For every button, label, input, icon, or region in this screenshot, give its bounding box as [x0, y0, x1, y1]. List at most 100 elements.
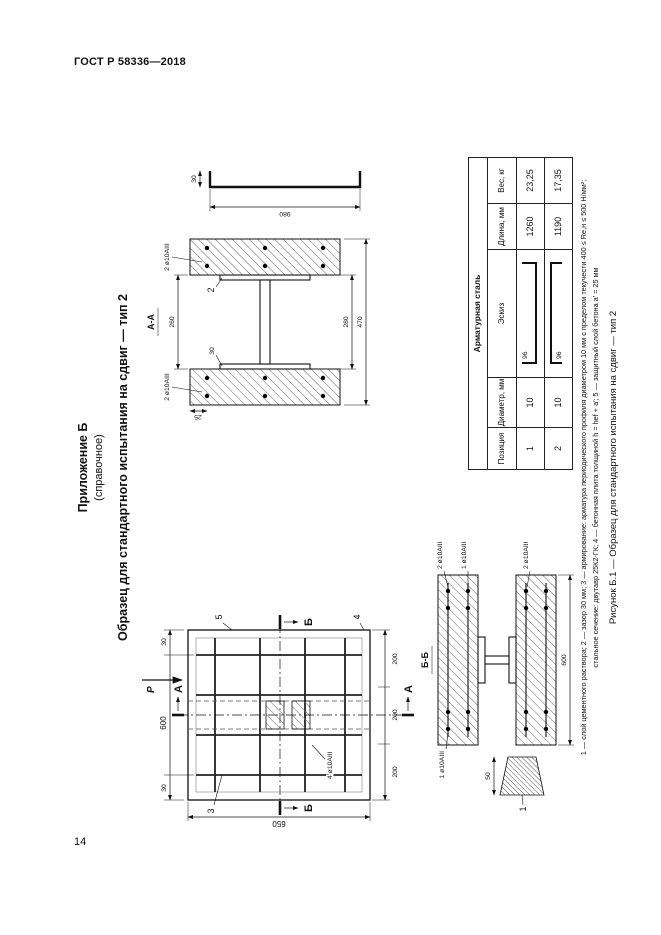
drawing-primitive	[215, 277, 223, 288]
dim-label: 470	[357, 316, 364, 328]
dim-label: 30	[161, 638, 168, 646]
drawing-primitive	[204, 393, 210, 399]
rebar-sketch: 96	[550, 262, 563, 365]
drawing-primitive	[311, 744, 326, 760]
drawing-primitive	[526, 570, 531, 588]
drawing-primitive	[523, 726, 529, 732]
figure-caption: Рисунок Б.1 — Образец для стандартного и…	[608, 310, 619, 625]
drawing-primitive	[465, 709, 471, 715]
section-title: Б-Б	[420, 652, 430, 668]
cell-sketch: 96	[516, 249, 545, 378]
drawing-primitive	[262, 375, 268, 381]
dim-label: 50	[485, 772, 492, 780]
beam-flange	[219, 274, 311, 281]
drawing-primitive	[445, 726, 451, 732]
dim-label: 25	[194, 413, 202, 420]
drawing-primitive	[521, 794, 524, 806]
col-header-length: Длина, мм	[487, 203, 517, 250]
figure-footnote-line1: 1 — слой цементного раствора; 2 — зазор …	[579, 179, 588, 756]
rebar-bar-sketch: 980 30	[191, 170, 362, 217]
drawing-primitive	[550, 262, 563, 365]
col-header-position: Позиция	[487, 427, 517, 470]
rebar-label: 1 ø10АIII	[461, 541, 468, 569]
beam-web	[484, 655, 510, 665]
drawing-primitive	[320, 263, 326, 269]
dim-label: 600	[561, 654, 568, 666]
rebar-label: 1 ø10АIII	[439, 751, 446, 779]
section-cut-label-b: Б	[303, 618, 315, 626]
dim-label: 600	[159, 716, 168, 730]
cell-diameter: 10	[516, 377, 545, 428]
drawing-primitive	[465, 726, 471, 732]
concrete-slab	[437, 574, 479, 746]
beam-flange	[219, 363, 311, 370]
drawing-primitive	[445, 732, 449, 750]
drawing-primitive	[262, 245, 268, 251]
drawing-primitive	[543, 588, 549, 594]
drawing-primitive	[204, 263, 210, 269]
dim-label: 30	[161, 784, 168, 792]
rebar-label: 2 ø10АIII	[523, 541, 530, 569]
table-row: 1 10 96 1260 23,25	[516, 157, 545, 470]
rebar-label: 2 ø10АIII	[164, 373, 171, 401]
table-row: 2 10 96 1190 17,35	[544, 157, 573, 470]
mortar-layer-detail	[499, 756, 545, 796]
drawing-primitive	[543, 709, 549, 715]
section-bb-drawing: Б-Б 1 ø10АIII	[420, 541, 574, 812]
dim-label: 200	[392, 766, 399, 778]
cell-position: 1	[516, 427, 545, 470]
beam-flange	[508, 636, 517, 684]
dim-label: 980	[279, 210, 291, 217]
drawing-primitive	[171, 256, 203, 263]
load-label: P	[146, 686, 157, 693]
drawing-primitive	[320, 375, 326, 381]
sketch-dim-label: 96	[522, 352, 529, 360]
dim-label: 280	[343, 316, 350, 328]
drawing-primitive	[320, 393, 326, 399]
sketch-dim-label: 96	[556, 352, 563, 360]
concrete-slab	[515, 574, 557, 746]
dim-label: 30	[191, 175, 198, 183]
col-header-weight: Вес, кг	[487, 157, 517, 204]
concrete-slab	[189, 238, 341, 276]
drawing-primitive	[359, 622, 365, 631]
drawing-primitive	[204, 245, 210, 251]
rebar-note: 4 ø10АIII	[327, 751, 334, 779]
drawing-primitive	[320, 245, 326, 251]
drawing-primitive	[171, 386, 203, 393]
drawing-primitive	[465, 605, 471, 611]
item-balloon: 3	[206, 808, 216, 813]
front-view-drawing: P 30 600 30 650	[142, 614, 415, 828]
drawing-primitive	[222, 622, 233, 631]
item-balloon: 4	[352, 614, 362, 619]
drawing-primitive	[208, 171, 362, 189]
beam-web	[259, 279, 271, 365]
rotated-figure-canvas: Приложение Б (справочное) Образец для ст…	[70, 60, 630, 875]
cell-sketch: 96	[544, 249, 573, 378]
standard-code: ГОСТ Р 58336—2018	[74, 56, 186, 68]
technical-drawing: P 30 600 30 650	[142, 170, 574, 828]
section-title: А-А	[146, 314, 156, 330]
drawing-primitive	[543, 726, 549, 732]
drawing-primitive	[523, 709, 529, 715]
item-balloon: 2	[206, 287, 216, 292]
drawing-primitive	[213, 774, 223, 806]
drawing-primitive	[443, 570, 449, 588]
col-header-sketch: Эскиз	[487, 249, 517, 378]
drawing-primitive	[204, 375, 210, 381]
drawing-primitive	[262, 393, 268, 399]
cell-length: 1190	[544, 203, 573, 250]
cell-diameter: 10	[544, 377, 573, 428]
beam-flange	[477, 636, 486, 684]
figure-footnote-line2: стальное сечение: двутавр 25К2-ГК; 4 — б…	[591, 267, 600, 668]
rebar-label: 2 ø10АIII	[437, 541, 444, 569]
drawing-primitive	[445, 709, 451, 715]
cell-position: 2	[544, 427, 573, 470]
rebar-sketch: 96	[522, 262, 538, 365]
concrete-slab	[189, 368, 341, 406]
rebar-label: 2 ø10АIII	[164, 243, 171, 271]
dim-label: 200	[392, 653, 399, 665]
col-header-diameter: Диаметр, мм	[487, 377, 517, 428]
drawing-primitive	[445, 605, 451, 611]
